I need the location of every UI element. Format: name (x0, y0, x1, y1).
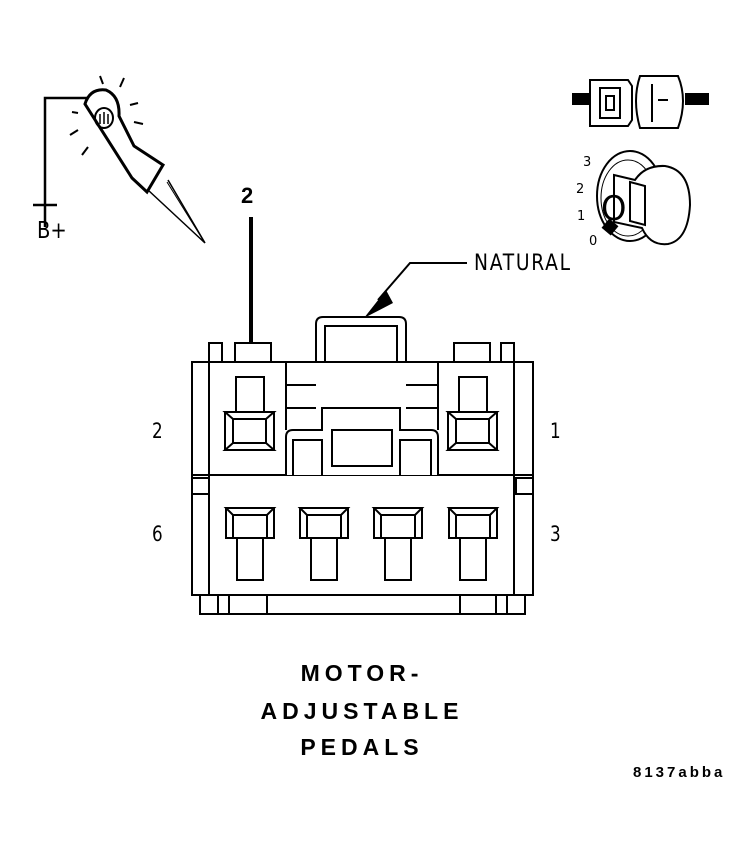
figure-id: 8137abba (633, 764, 726, 781)
title-line-3: PEDALS (300, 734, 424, 760)
ignition-position-1: 1 (577, 209, 585, 224)
cavity-label-2: 2 (152, 419, 163, 443)
test-light-icon (33, 75, 206, 244)
battery-label: B+ (37, 218, 67, 244)
natural-color-label: NATURAL (474, 251, 572, 276)
ignition-position-3: 3 (583, 155, 591, 170)
ignition-position-0: 0 (589, 234, 597, 249)
cavity-label-6: 6 (152, 522, 163, 546)
callout-number: 2 (241, 183, 254, 208)
terminal-6 (223, 507, 277, 581)
cavity-label-3: 3 (550, 522, 561, 546)
cavity-label-1: 1 (550, 419, 561, 443)
title-line-2: ADJUSTABLE (260, 698, 464, 724)
terminal-3 (446, 507, 500, 581)
terminal-5 (297, 507, 351, 581)
connector-disconnect-icon (572, 75, 709, 129)
terminal-4 (371, 507, 425, 581)
ignition-switch-icon (596, 150, 692, 246)
key-label: O (601, 188, 626, 228)
natural-leader-arrow (364, 262, 467, 318)
title-line-1: MOTOR- (300, 660, 424, 686)
ignition-position-2: 2 (576, 182, 584, 197)
connector-body (191, 316, 534, 615)
